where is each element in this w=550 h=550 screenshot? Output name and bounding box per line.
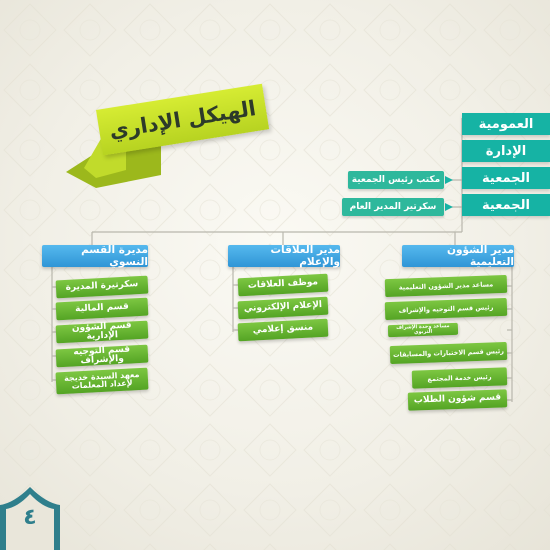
list-item: قسم المالية — [55, 297, 149, 321]
list-item: رئيس قسم الاختبارات والمسابقات — [389, 341, 508, 365]
list-item: مساعد مدير الشؤون التعليمية — [384, 274, 508, 298]
page-number: ٤ — [23, 505, 37, 530]
dept-women-section: مديرة القسم النسوي — [42, 244, 148, 268]
dept-educational-affairs: مدير الشؤون التعليمية — [402, 244, 514, 268]
president-office-tag: مكتب رئيس الجمعية — [348, 171, 444, 189]
list-item: الإعلام الإلكتروني — [237, 296, 329, 320]
header-label-1: العمومية — [462, 113, 550, 135]
header-label-4: الجمعية — [462, 194, 550, 216]
list-item: سكرتيرة المديرة — [55, 275, 149, 299]
dept-relations-media: مدير العلاقات والإعلام — [228, 244, 340, 268]
page-title-ribbon: الهيكل الإداري — [96, 83, 270, 156]
list-item: رئيس قسم التوجيه والإشراف — [384, 297, 508, 321]
header-label-2: الإدارة — [462, 140, 550, 162]
list-item: معهد السيدة خديجة لإعداد المعلمات — [55, 367, 149, 395]
gm-secretary-tag: سكرتير المدير العام — [342, 198, 444, 216]
list-item: مساعد وحدة الإشراف التربوي — [387, 322, 459, 338]
list-item: قسم الشؤون الإدارية — [55, 320, 149, 344]
list-item: منسق إعلامي — [237, 318, 329, 342]
list-item: رئيس خدمة المجتمع — [411, 367, 508, 389]
list-item: موظف العلاقات — [237, 273, 329, 297]
page-badge-icon — [0, 487, 60, 550]
list-item: قسم التوجيه والإشراف — [55, 344, 149, 368]
list-item: قسم شؤون الطلاب — [407, 389, 508, 411]
header-label-3: الجمعية — [462, 167, 550, 189]
page-title: الهيكل الإداري — [107, 96, 258, 143]
